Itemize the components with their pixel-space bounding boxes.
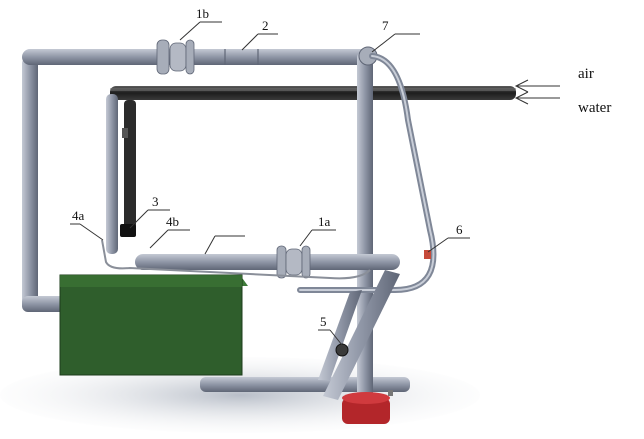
test-section-pipe xyxy=(135,254,400,270)
pump xyxy=(342,398,390,424)
label-1a: 1a xyxy=(318,214,331,229)
left-downcomer-pipe xyxy=(22,58,38,310)
flange-1a xyxy=(276,245,287,279)
section-6 xyxy=(424,250,431,259)
dark-vertical-section xyxy=(124,100,136,228)
label-2: 2 xyxy=(262,18,269,33)
label-water: water xyxy=(578,100,611,116)
left-bottom-elbow xyxy=(22,296,67,312)
label-6: 6 xyxy=(456,222,463,237)
label-4a: 4a xyxy=(72,208,85,223)
valve-5 xyxy=(335,343,349,357)
label-3: 3 xyxy=(152,194,159,209)
inlet-arrows xyxy=(514,79,560,105)
bottom-return-pipe xyxy=(200,377,410,392)
diagonal-pipe xyxy=(323,270,400,400)
label-air: air xyxy=(578,66,594,82)
pressure-tube xyxy=(101,239,371,280)
top-horizontal-pipe xyxy=(22,49,372,65)
label-4b: 4b xyxy=(166,214,179,229)
tank xyxy=(59,274,243,376)
label-7: 7 xyxy=(382,18,389,33)
label-1b: 1b xyxy=(196,6,209,21)
flange-1b xyxy=(156,39,170,75)
upper-left-riser xyxy=(106,94,118,254)
diagonal-pipe-2 xyxy=(318,290,362,380)
sensor-3 xyxy=(120,224,136,237)
label-5: 5 xyxy=(320,314,327,329)
